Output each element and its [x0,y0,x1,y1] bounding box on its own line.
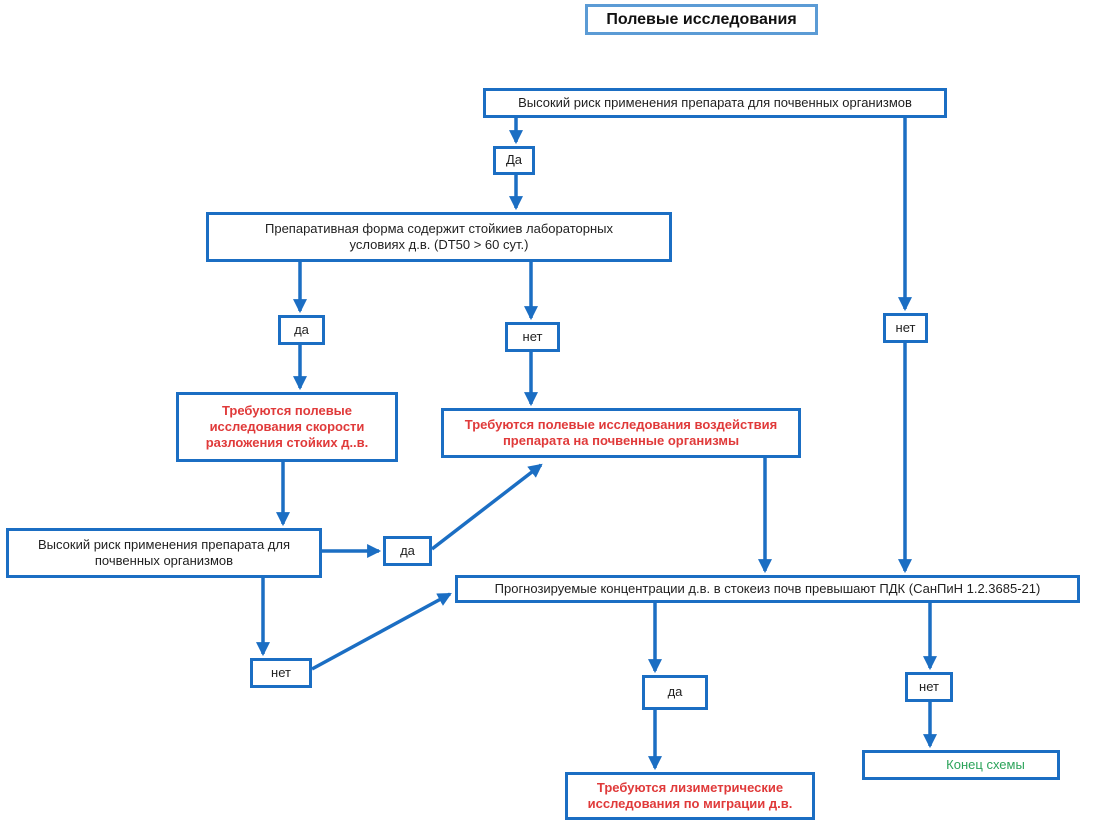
node-yes-bottom: да [642,675,708,710]
node-field-decomposition-required: Требуются полевые исследования скорости … [176,392,398,462]
node-no-mid: нет [505,322,560,352]
node-end-of-scheme: Конец схемы [862,750,1060,780]
node-predicted-concentrations-pdk: Прогнозируемые концентрации д.в. в стоке… [455,575,1080,603]
diagram-title: Полевые исследования [585,4,818,35]
node-formulation-persistent: Препаративная форма содержит стойкиев ла… [206,212,672,262]
node-field-impact-required: Требуются полевые исследования воздейств… [441,408,801,458]
node-yes-top: Да [493,146,535,175]
node-no-right: нет [883,313,928,343]
node-high-risk-left: Высокий риск применения препарата для по… [6,528,322,578]
node-no-bottom: нет [905,672,953,702]
node-high-risk-top: Высокий риск применения препарата для по… [483,88,947,118]
node-yes-mid: да [383,536,432,566]
node-yes-left: да [278,315,325,345]
node-lysimetric-required: Требуются лизиметрические исследования п… [565,772,815,820]
node-no-left: нет [250,658,312,688]
